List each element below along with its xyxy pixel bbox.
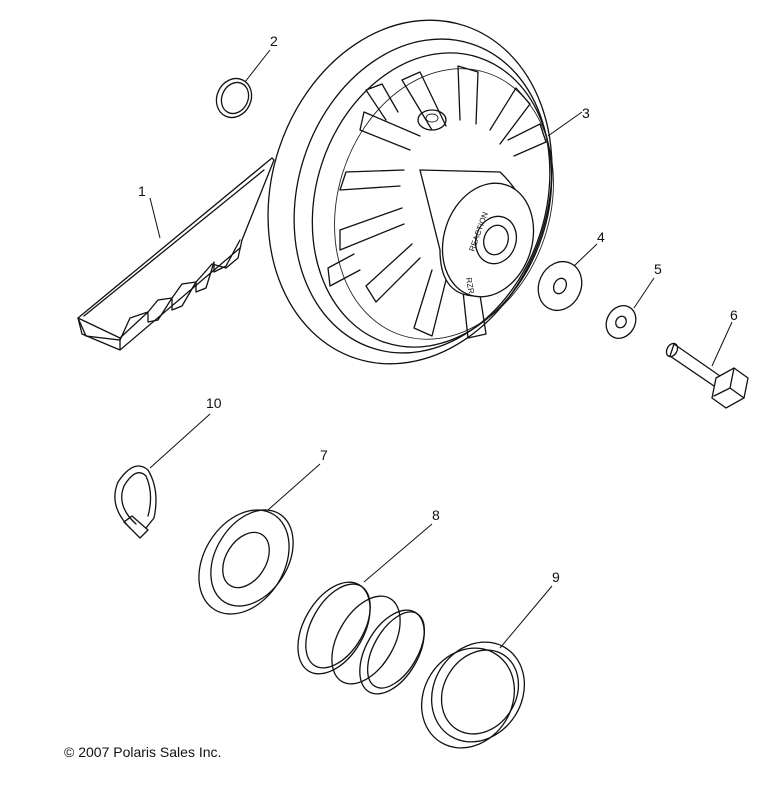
leader-line-2 xyxy=(244,49,271,83)
leader-line-4 xyxy=(573,243,598,267)
clutch-spokes xyxy=(327,65,547,339)
callout-10: 10 xyxy=(206,395,222,411)
callout-1: 1 xyxy=(138,183,146,199)
leader-line-5 xyxy=(633,277,655,309)
leader-line-7 xyxy=(267,463,321,511)
washer-large xyxy=(537,261,583,311)
callout-9: 9 xyxy=(552,569,560,585)
driven-clutch-sheave: REACTION RZR xyxy=(267,19,554,365)
hub-label-rzr: RZR xyxy=(464,277,476,295)
callout-7: 7 xyxy=(320,447,328,463)
callout-2: 2 xyxy=(270,33,278,49)
copyright-notice: © 2007 Polaris Sales Inc. xyxy=(64,744,222,760)
washer-small xyxy=(605,305,637,339)
snap-ring xyxy=(114,465,157,539)
spring-cap xyxy=(420,641,526,749)
callout-5: 5 xyxy=(654,261,662,277)
hex-bolt xyxy=(665,342,749,409)
compression-spring xyxy=(297,581,426,695)
leader-line-6 xyxy=(711,321,733,367)
leader-line-3 xyxy=(547,111,583,137)
retaining-ring-small xyxy=(215,77,253,119)
callout-3: 3 xyxy=(582,105,590,121)
callout-6: 6 xyxy=(730,307,738,323)
leader-line-9 xyxy=(499,585,553,649)
leader-line-8 xyxy=(363,523,433,583)
callout-8: 8 xyxy=(432,507,440,523)
drive-belt xyxy=(77,157,275,351)
leader-line-1 xyxy=(149,197,161,239)
leader-line-10 xyxy=(149,413,211,469)
spring-cup xyxy=(198,509,294,615)
callout-4: 4 xyxy=(597,229,605,245)
